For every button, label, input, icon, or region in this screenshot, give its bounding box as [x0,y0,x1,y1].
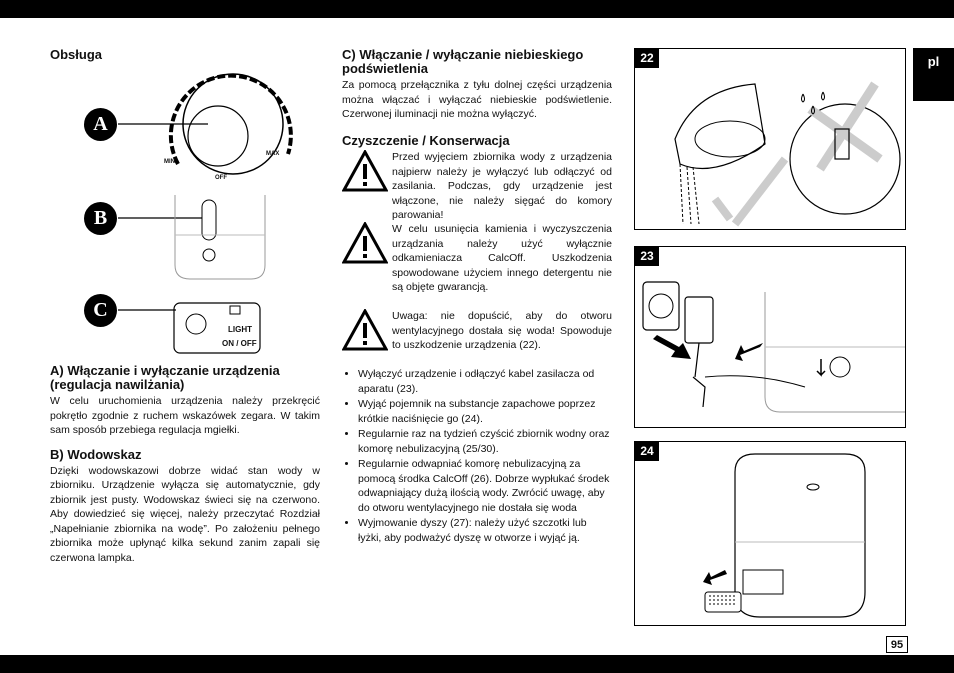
warning-1-text: Przed wyjęciem zbiornika wody z urządzen… [392,151,612,221]
section-c-title: C) Włączanie / wyłączanie niebieskiego p… [342,47,584,76]
bottom-bar [0,655,954,673]
onoff-label: ON / OFF [222,339,257,348]
label-c: C [84,294,117,327]
warning-2: W celu usunięcia kamienia i wyczyszczeni… [342,222,612,294]
label-a: A [84,108,117,141]
left-text: A) Włączanie i wyłączanie urządzenia (re… [50,364,320,565]
tank-rinse-illustration [674,81,901,227]
switch-illustration [118,302,261,354]
list-item: Wyłączyć urządzenie i odłączyć kabel zas… [358,367,610,396]
warning-triangle-icon [342,309,388,351]
unplug-illustration [642,281,905,413]
figure-24: 24 [634,441,906,626]
figure-23: 23 [634,246,906,428]
left-column: Obsługa [50,48,320,62]
warning-3: Uwaga: nie dopuścić, aby do otworu wenty… [342,309,612,355]
light-label: LIGHT [228,325,252,334]
figure-23-number: 23 [635,247,659,266]
section-b-title: B) Wodowskaz [50,446,142,462]
warning-1: Przed wyjęciem zbiornika wody z urządzen… [342,150,612,221]
label-b: B [84,202,117,235]
aroma-box-illustration [703,453,866,618]
figure-22-number: 22 [635,49,659,68]
list-item: Regularnie odwapniać komorę nebulizacyjn… [358,457,610,515]
section-c-text: Za pomocą przełącznika z tyłu dolnej czę… [342,79,612,120]
dial-off-label: OFF [215,175,227,181]
section-a-title: A) Włączanie i wyłączanie urządzenia (re… [50,363,280,392]
warning-2-text: W celu usunięcia kamienia i wyczyszczeni… [392,223,612,293]
language-tab: pl [913,48,954,101]
dial-min-label: MIN [164,159,175,165]
middle-column: C) Włączanie / wyłączanie niebieskiego p… [342,48,612,148]
dial-max-label: MAX [266,151,280,157]
section-b-text: Dzięki wodowskazowi dobrze widać stan wo… [50,464,320,564]
instructions-list: Wyłączyć urządzenie i odłączyć kabel zas… [342,367,610,546]
dial-illustration [118,73,293,175]
top-bar [0,0,954,18]
warning-triangle-icon [342,222,388,264]
section-a-text: W celu uruchomienia urządzenia należy pr… [50,395,320,436]
figure-24-number: 24 [635,442,659,461]
figure-22: 22 [634,48,906,230]
list-item: Wyjmowanie dyszy (27): należy użyć szczo… [358,516,610,545]
gauge-illustration [118,195,266,280]
list-item: Wyjąć pojemnik na substancje zapachowe p… [358,397,610,426]
cleaning-title: Czyszczenie / Konserwacja [342,132,510,148]
warning-3-text: Uwaga: nie dopuścić, aby do otworu wenty… [392,310,612,351]
heading-obsluga: Obsługa [50,47,103,62]
warning-triangle-icon [342,150,388,192]
list-item: Regularnie raz na tydzień czyścić zbiorn… [358,427,610,456]
page-number: 95 [886,636,908,653]
